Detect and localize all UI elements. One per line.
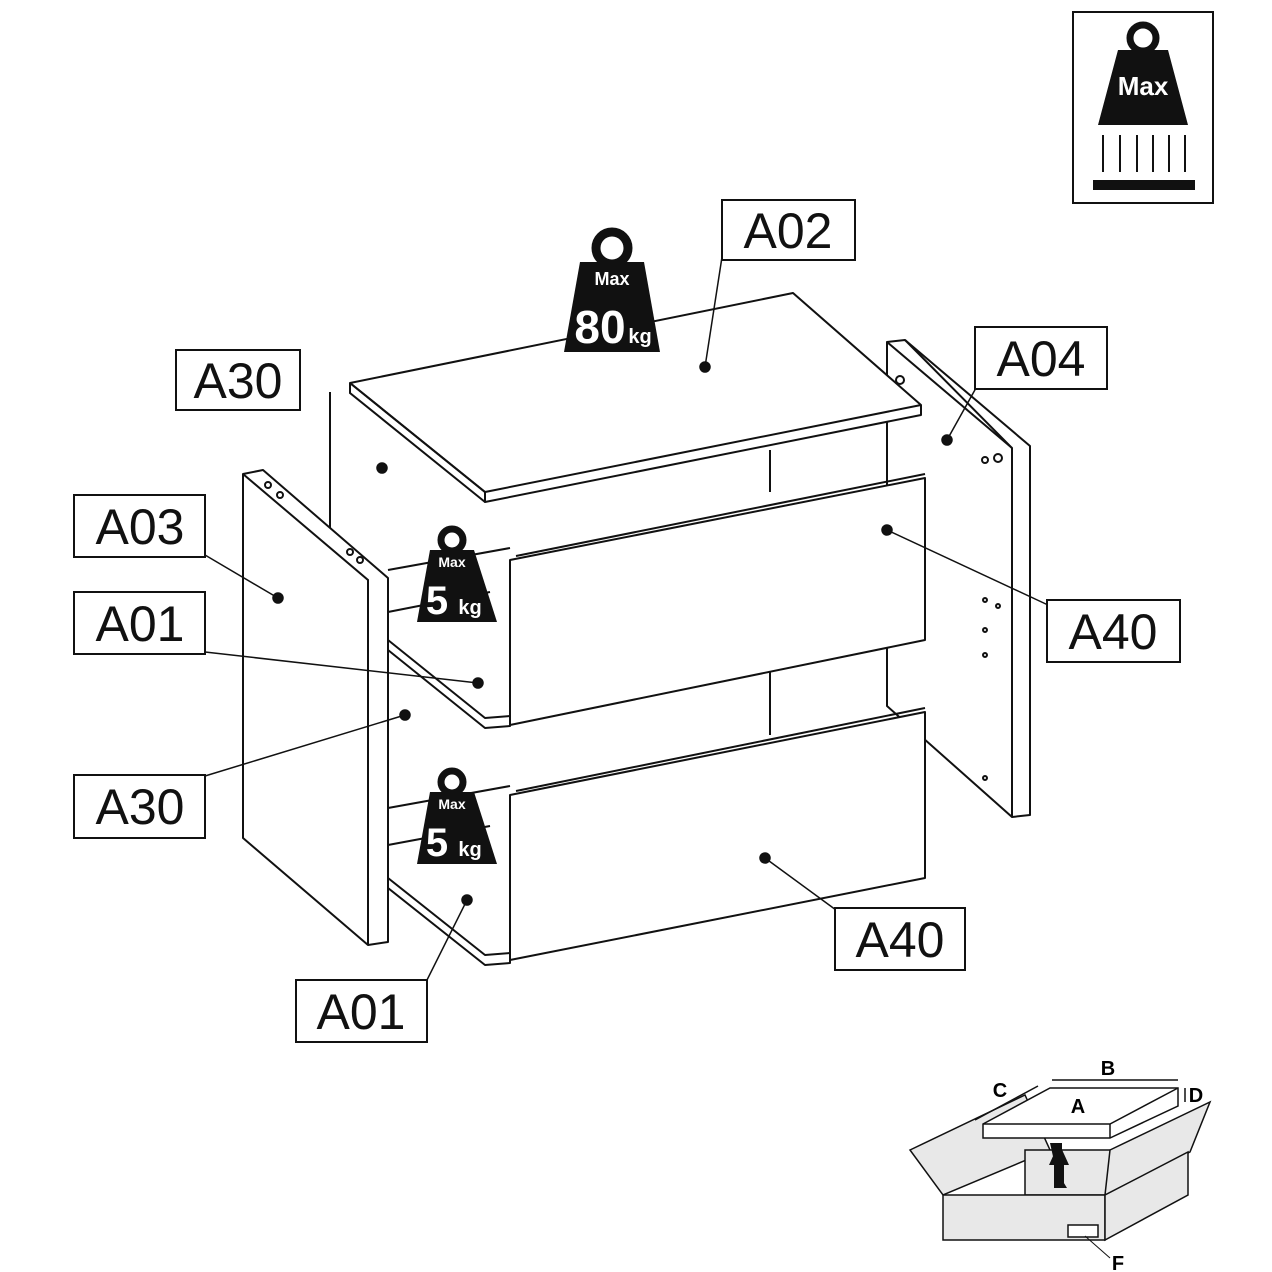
label-a40-upper: A40 [1046,599,1181,663]
top-panel [349,292,922,503]
svg-text:5: 5 [426,579,448,623]
svg-text:A01: A01 [317,984,406,1040]
svg-text:A03: A03 [96,499,185,555]
weight-icon-5kg-upper: Max 5 kg [417,525,497,623]
package-diagram: B A C D F [908,1058,1212,1272]
label-a02: A02 [721,199,856,261]
svg-text:A01: A01 [96,596,185,652]
max-load-legend-icon: Max [1072,11,1214,204]
label-a01-upper: A01 [73,591,206,655]
svg-text:A04: A04 [997,331,1086,387]
label-a03: A03 [73,494,206,558]
svg-text:Max: Max [1118,71,1169,101]
svg-text:80: 80 [574,301,625,353]
svg-text:Max: Max [438,554,465,570]
svg-text:A: A [1071,1096,1085,1118]
left-side-panel [242,469,389,946]
svg-text:A40: A40 [1069,604,1158,660]
svg-text:A40: A40 [856,912,945,968]
svg-text:A02: A02 [744,203,833,259]
svg-text:kg: kg [458,597,481,619]
leader-lines [204,256,1049,981]
svg-text:kg: kg [458,839,481,861]
svg-text:kg: kg [628,326,651,348]
svg-text:B: B [1101,1058,1115,1080]
svg-text:A30: A30 [194,353,283,409]
right-side-panel [886,339,1031,818]
weight-icon-80kg: Max 80 kg [564,227,660,353]
upper-drawer [387,473,926,729]
svg-text:Max: Max [438,796,465,812]
label-a40-lower: A40 [834,907,966,971]
svg-text:D: D [1189,1085,1203,1107]
label-a30-lower: A30 [73,774,206,839]
label-a01-lower: A01 [295,979,428,1043]
weight-icon-5kg-lower: Max 5 kg [417,767,497,865]
svg-text:F: F [1112,1253,1124,1272]
svg-text:C: C [993,1080,1007,1102]
label-a30-top: A30 [175,349,301,411]
svg-text:A30: A30 [96,779,185,835]
label-a04: A04 [974,326,1108,390]
svg-text:Max: Max [594,269,629,289]
svg-text:5: 5 [426,821,448,865]
